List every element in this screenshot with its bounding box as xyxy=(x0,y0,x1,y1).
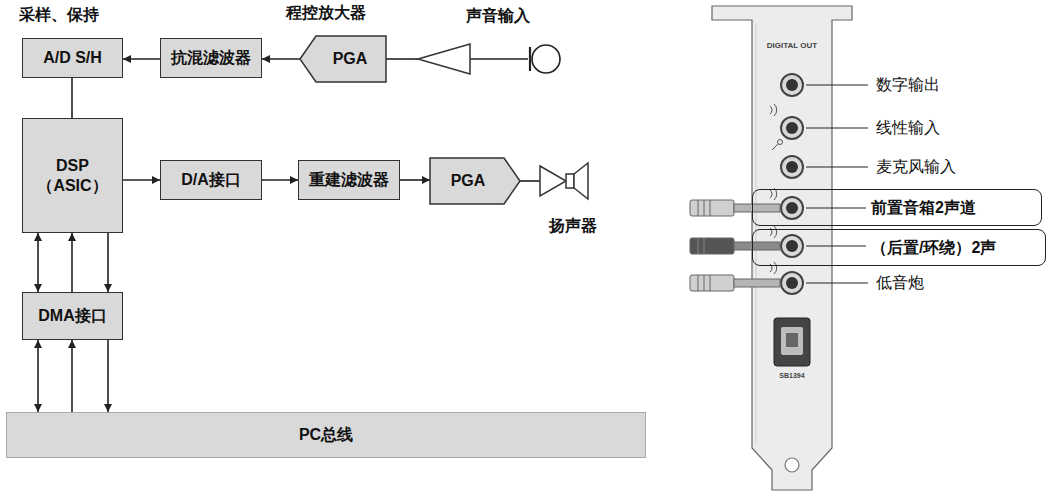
node-text: PGA xyxy=(333,49,368,69)
heading-text: 声音输入 xyxy=(466,6,530,27)
signal-connector xyxy=(262,58,300,60)
node-text: A/D S/H xyxy=(43,48,102,68)
leader-lines xyxy=(806,85,868,283)
audio-plugs xyxy=(690,200,780,291)
speaker-symbol: 扬声器 xyxy=(540,158,606,236)
signal-connector xyxy=(107,233,109,292)
node-text: PC总线 xyxy=(299,425,353,445)
node-text: D/A接口 xyxy=(181,170,241,190)
signal-connector xyxy=(71,340,73,412)
amplifier-symbol: 声音输入 xyxy=(418,44,470,74)
process-box: 重建滤波器 xyxy=(298,160,400,200)
signal-connector xyxy=(123,58,160,60)
process-box: DSP （ASIC） xyxy=(22,118,123,233)
part-label: 低音炮 xyxy=(876,273,924,294)
process-box: DMA接口 xyxy=(22,292,123,340)
node-text: DMA接口 xyxy=(38,306,106,326)
amplifier-box: 程控放大器PGA xyxy=(300,36,386,82)
signal-connector xyxy=(37,233,39,292)
node-text: 扬声器 xyxy=(549,216,597,236)
signal-connector xyxy=(386,58,418,60)
node-text: DSP （ASIC） xyxy=(33,156,113,196)
node-text: （后置/环绕）2声 xyxy=(871,238,996,258)
printed-marking: DIGITAL OUT xyxy=(762,41,822,50)
signal-connector xyxy=(107,340,109,412)
group-box: 前置音箱2声道 xyxy=(752,189,1042,226)
process-box: 抗混滤波器 xyxy=(160,38,262,78)
microphone-symbol xyxy=(470,45,560,73)
signal-connector xyxy=(400,179,430,181)
audio-jacks xyxy=(781,74,803,294)
signal-connector xyxy=(262,179,298,181)
part-label: 数字输出 xyxy=(876,75,940,96)
signal-connector xyxy=(71,78,73,118)
part-label: 线性输入 xyxy=(876,118,940,139)
heading-text: 程控放大器 xyxy=(286,3,366,24)
heading-text: 采样、保持 xyxy=(19,5,99,26)
node-text: PGA xyxy=(451,171,486,191)
part-label: 麦克风输入 xyxy=(876,157,956,178)
firewire-port xyxy=(774,318,810,366)
node-outline xyxy=(418,44,470,74)
amplifier-box: PGA xyxy=(430,158,520,204)
node-text: 重建滤波器 xyxy=(309,170,389,190)
printed-marking: SB1394 xyxy=(762,372,822,379)
process-box: 采样、保持A/D S/H xyxy=(22,38,123,78)
signal-connector xyxy=(123,179,160,181)
process-box: D/A接口 xyxy=(160,160,262,200)
node-text: 前置音箱2声道 xyxy=(871,198,976,218)
group-box: （后置/环绕）2声 xyxy=(752,229,1046,266)
signal-connector xyxy=(520,180,540,182)
signal-connector xyxy=(37,340,39,412)
bus-band: PC总线 xyxy=(6,412,646,458)
signal-connector xyxy=(71,233,73,292)
node-text: 抗混滤波器 xyxy=(171,48,251,68)
